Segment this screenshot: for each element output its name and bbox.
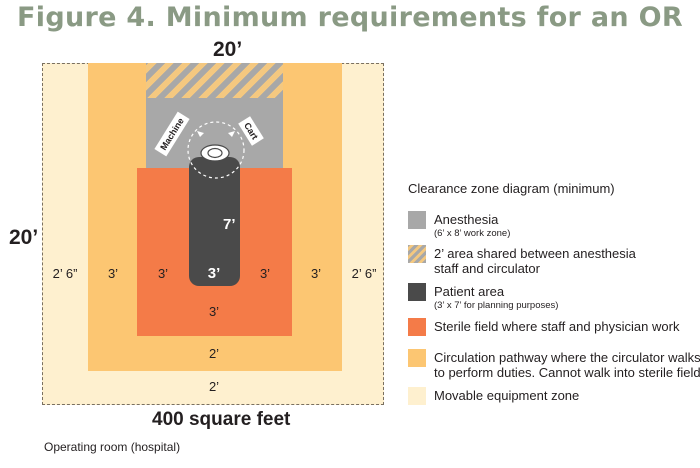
right-circulation-label: 3’ <box>310 266 322 281</box>
caption: Operating room (hospital) <box>44 440 181 454</box>
legend-swatch-shared-area <box>408 245 426 263</box>
patient-width-label: 3’ <box>207 265 221 282</box>
right-sterile-label: 3’ <box>259 266 271 281</box>
patient-area <box>189 157 240 286</box>
area-label: 400 square feet <box>152 409 291 430</box>
legend-label: Movable equipment zone <box>434 388 580 403</box>
legend-label-line2: to perform duties. Cannot walk into ster… <box>434 365 700 380</box>
outer-bottom-label: 2’ <box>208 379 220 394</box>
legend-swatch-sterile-field <box>408 318 426 336</box>
legend-swatch-patient-area <box>408 283 426 301</box>
legend-swatch-movable-equipment <box>408 387 426 405</box>
legend-label: 2’ area shared between anesthesia <box>434 246 636 261</box>
rotation-arrow-right <box>228 131 235 137</box>
left-dimension-label: 20’ <box>9 226 39 249</box>
right-outer-label: 2’ 6” <box>351 266 377 281</box>
left-outer-label: 2’ 6” <box>52 266 78 281</box>
legend-swatch-anesthesia <box>408 211 426 229</box>
patient-length-label: 7’ <box>223 216 236 233</box>
circulation-bottom-label: 2’ <box>208 346 220 361</box>
left-sterile-label: 3’ <box>157 266 169 281</box>
legend-label: Circulation pathway where the circulator… <box>434 350 700 365</box>
left-circulation-label: 3’ <box>107 266 119 281</box>
top-dimension-label: 20’ <box>213 38 243 61</box>
legend-label: Anesthesia <box>434 212 499 227</box>
figure-title: Figure 4. Minimum requirements for an OR <box>17 2 683 33</box>
rotation-circle <box>187 121 245 179</box>
patient-head-diagram <box>187 121 245 179</box>
legend-label: Sterile field where staff and physician … <box>434 319 680 334</box>
legend-sublabel: (3’ x 7’ for planning purposes) <box>434 300 559 311</box>
legend-sublabel: (6’ x 8’ work zone) <box>434 228 511 239</box>
patient-head-icon <box>200 144 230 162</box>
legend-label-line2: staff and circulator <box>434 261 540 276</box>
legend-title: Clearance zone diagram (minimum) <box>408 181 615 196</box>
sterile-bottom-label: 3’ <box>208 304 220 319</box>
legend-swatch-circulation <box>408 349 426 367</box>
rotation-arrow-left <box>197 131 204 137</box>
legend-label: Patient area <box>434 284 505 299</box>
shared-area-zone <box>146 63 283 98</box>
